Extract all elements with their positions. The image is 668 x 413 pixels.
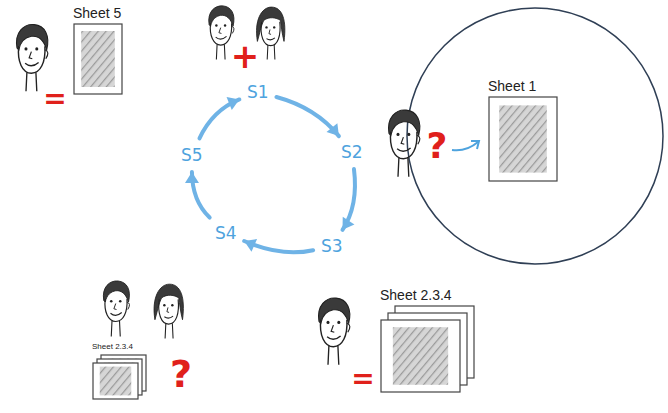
step-name: S3 [318, 234, 346, 258]
cycle-arrow [343, 169, 355, 230]
red-symbol: = [43, 82, 66, 115]
cycle-arrow [276, 97, 338, 136]
red-symbol: = [351, 362, 374, 395]
cycle-arrow [199, 97, 239, 138]
sheet-stack [380, 305, 475, 393]
sheet-node: Sheet 5 [73, 5, 126, 95]
person [209, 6, 234, 60]
sheet-node: Sheet 2.3.4 [92, 342, 147, 400]
sheet-title: Sheet 2.3.4 [380, 287, 475, 303]
pointer-arrow-head [471, 141, 479, 149]
sheet-stack [92, 354, 147, 400]
cycle-arrow [244, 239, 313, 252]
sheet [73, 23, 123, 95]
person [389, 110, 420, 177]
person [103, 281, 129, 337]
sheet-node: Sheet 2.3.4 [380, 287, 475, 393]
person [257, 7, 285, 60]
step-label: S4 [212, 221, 240, 245]
person [17, 25, 48, 92]
step-label: S2 [338, 140, 366, 164]
red-symbol: ? [170, 352, 192, 396]
sheet-node: Sheet 1 [488, 78, 558, 182]
red-symbol: + [231, 36, 260, 76]
red-symbol: ? [427, 125, 448, 166]
step-label: S5 [178, 143, 206, 167]
step-label: S1 [244, 80, 272, 104]
step-name: S2 [338, 140, 366, 164]
step-name: S4 [212, 221, 240, 245]
person [319, 298, 350, 365]
sheet-title: Sheet 5 [73, 5, 126, 21]
focus-circle [407, 8, 663, 264]
sheet [488, 96, 558, 182]
pointer-arrow [452, 142, 478, 150]
step-label: S3 [318, 234, 346, 258]
cycle-arrow [185, 172, 210, 218]
sheet-title: Sheet 2.3.4 [92, 342, 147, 352]
sheet-title: Sheet 1 [488, 78, 558, 94]
person [154, 284, 183, 338]
step-name: S1 [244, 80, 272, 104]
step-name: S5 [178, 143, 206, 167]
